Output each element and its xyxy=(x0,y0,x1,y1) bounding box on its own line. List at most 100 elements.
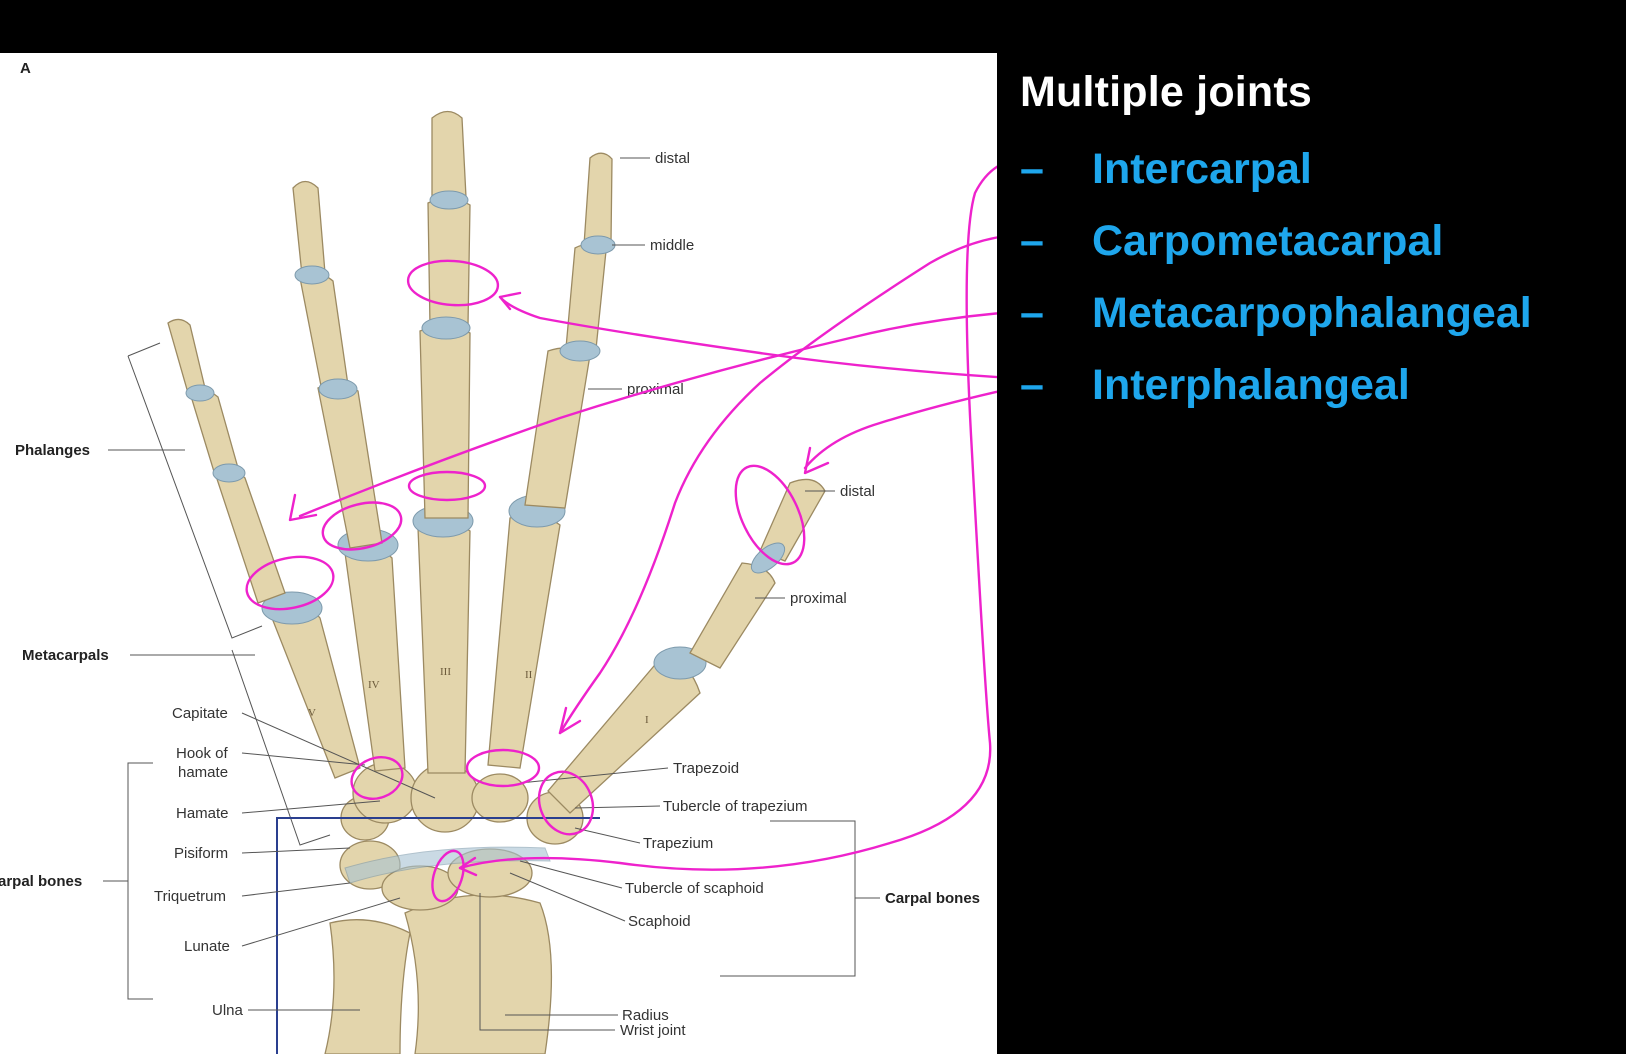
arrowhead-carpometacarpal xyxy=(558,706,582,735)
label-distal-thumb: distal xyxy=(840,483,875,500)
ring-pip-cartilage xyxy=(318,378,358,400)
metacarpal-iv xyxy=(344,546,406,772)
metacarpal-v xyxy=(269,603,361,779)
ulna-bone xyxy=(324,919,411,1054)
circle-middle-pip-joint xyxy=(406,259,500,307)
numeral-ii: II xyxy=(525,669,533,681)
label-middle: middle xyxy=(650,237,694,254)
label-radius: Radius xyxy=(622,1007,669,1024)
notes-panel: Multiple joints – Intercarpal – Carpomet… xyxy=(1020,68,1620,421)
label-proximal-thumb: proximal xyxy=(790,590,847,607)
label-phalanges: Phalanges xyxy=(15,442,90,459)
thumb-proximal-phalanx xyxy=(689,562,776,669)
thumb-distal-phalanx xyxy=(759,478,826,562)
scaphoid-leader xyxy=(509,872,626,922)
capitate-leader xyxy=(241,712,436,799)
wrist-joint-leader xyxy=(479,893,615,1031)
note-bullet: – xyxy=(1020,360,1044,409)
label-ulna: Ulna xyxy=(212,1002,244,1019)
ring-middle-phalanx xyxy=(299,273,349,392)
label-triquetrum: Triquetrum xyxy=(154,888,226,905)
hand-anatomy-figure: V IV III II I A distal middle proximal d… xyxy=(0,53,997,1054)
label-capitate: Capitate xyxy=(172,705,228,722)
arrow-intercarpal xyxy=(458,165,997,871)
arrowhead-metacarpophalangeal xyxy=(288,493,318,522)
index-distal-phalanx xyxy=(583,152,613,246)
tubercle-scaphoid-leader xyxy=(519,860,623,889)
label-carpal-bones-left: arpal bones xyxy=(0,873,82,890)
index-middle-phalanx xyxy=(565,243,607,350)
note-label-interphalangeal: Interphalangeal xyxy=(1092,360,1410,409)
trapezium-leader xyxy=(574,827,641,844)
label-wrist-joint: Wrist joint xyxy=(620,1022,686,1039)
note-item-interphalangeal: – Interphalangeal xyxy=(1020,349,1620,421)
carpal-bracket-right xyxy=(720,820,880,977)
arrow-interphalangeal-middle xyxy=(498,295,997,379)
ring-proximal-phalanx xyxy=(317,383,383,549)
hand-skeleton-diagram: V IV III II I A distal middle proximal d… xyxy=(0,60,997,1054)
carpal-bracket-left xyxy=(103,762,153,1000)
label-hook-of-hamate-2: hamate xyxy=(178,764,228,781)
label-trapezium: Trapezium xyxy=(643,835,713,852)
lunate-leader xyxy=(241,897,401,947)
lunate-bone xyxy=(381,865,459,911)
circle-thumb-ip-joint xyxy=(734,464,806,566)
label-distal-finger: distal xyxy=(655,150,690,167)
note-label-intercarpal: Intercarpal xyxy=(1092,144,1312,193)
label-pisiform: Pisiform xyxy=(174,845,228,862)
wrist-joint-cartilage xyxy=(344,846,551,884)
notes-title: Multiple joints xyxy=(1020,68,1313,116)
note-bullet: – xyxy=(1020,144,1044,193)
arrowhead-intercarpal xyxy=(458,856,478,877)
circle-lunate-intercarpal-joint xyxy=(431,849,465,903)
note-bullet: – xyxy=(1020,288,1044,337)
note-item-metacarpophalangeal: – Metacarpophalangeal xyxy=(1020,277,1620,349)
little-middle-phalanx xyxy=(189,389,239,476)
middle-pip-cartilage xyxy=(421,316,471,340)
note-label-metacarpophalangeal: Metacarpophalangeal xyxy=(1092,288,1532,337)
label-tubercle-scaphoid: Tubercle of scaphoid xyxy=(625,880,764,897)
little-distal-phalanx xyxy=(167,318,206,394)
hook-of-hamate-leader xyxy=(241,752,366,766)
arrow-carpometacarpal xyxy=(558,236,997,735)
numeral-v: V xyxy=(308,707,316,719)
hamate-bone xyxy=(352,762,418,824)
triquetrum-leader xyxy=(241,882,351,897)
note-item-intercarpal: – Intercarpal xyxy=(1020,133,1620,205)
metacarpal-ii xyxy=(487,513,561,769)
tubercle-trapezium-leader xyxy=(574,805,661,809)
arrow-metacarpophalangeal xyxy=(298,312,997,518)
circle-trapezoid-cmc-joint xyxy=(465,748,541,788)
little-dip-cartilage xyxy=(185,384,215,402)
label-hook-of-hamate-1: Hook of xyxy=(176,745,229,762)
circle-ring-mcp-joint xyxy=(321,501,403,551)
ring-dip-cartilage xyxy=(294,265,330,285)
label-hamate: Hamate xyxy=(176,805,229,822)
wrist-joint-box xyxy=(276,817,600,1054)
panel-letter: A xyxy=(20,60,31,77)
pisiform-leader xyxy=(241,847,351,854)
ring-distal-phalanx xyxy=(292,180,326,276)
circle-hamate-intercarpal-joint xyxy=(350,756,404,800)
note-bullet: – xyxy=(1020,216,1044,265)
metacarpals-bracket xyxy=(231,649,331,846)
hamate-leader xyxy=(241,800,381,814)
arrowhead-interphalangeal-thumb xyxy=(803,446,830,475)
little-proximal-phalanx xyxy=(214,469,286,604)
middle-proximal-phalanx xyxy=(419,325,471,519)
index-pip-cartilage xyxy=(559,340,601,362)
numeral-iii: III xyxy=(440,666,451,678)
metacarpal-iii xyxy=(417,520,471,774)
label-metacarpals: Metacarpals xyxy=(22,647,109,664)
index-dip-cartilage xyxy=(580,235,616,255)
little-pip-cartilage xyxy=(212,463,246,483)
circle-middle-mcp-joint xyxy=(407,470,487,502)
middle-distal-phalanx xyxy=(431,110,467,200)
note-label-carpometacarpal: Carpometacarpal xyxy=(1092,216,1444,265)
arrowhead-interphalangeal-middle xyxy=(498,291,522,311)
numeral-i: I xyxy=(645,714,649,726)
label-carpal-bones-right: Carpal bones xyxy=(885,890,980,907)
label-trapezoid: Trapezoid xyxy=(673,760,739,777)
note-item-carpometacarpal: – Carpometacarpal xyxy=(1020,205,1620,277)
label-tubercle-trapezium: Tubercle of trapezium xyxy=(663,798,808,815)
